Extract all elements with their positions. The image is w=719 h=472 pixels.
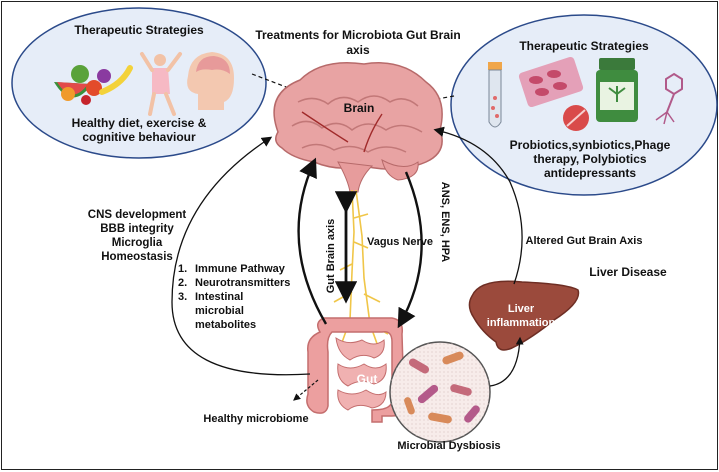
right-panel-caption-2: therapy, Polybiotics xyxy=(533,152,646,166)
brain-label: Brain xyxy=(344,101,375,115)
pathway-item-3: Intestinal xyxy=(195,291,243,303)
liver-disease-label: Liver Disease xyxy=(589,265,667,279)
healthy-food-icon xyxy=(54,65,133,105)
medicine-bottle-icon xyxy=(596,58,638,122)
liver-label-line-1: Liver xyxy=(508,303,535,315)
liver-illustration xyxy=(468,280,580,351)
gut-label: Gut xyxy=(357,372,378,386)
exercise-person-icon xyxy=(140,52,182,116)
pathway-item-3-line-2: microbial xyxy=(195,305,244,317)
tablet-icon xyxy=(563,105,589,131)
right-strategy-panel: Therapeutic Strategies Prob xyxy=(450,14,718,196)
test-tube-icon xyxy=(488,62,502,128)
left-strategy-panel: Therapeutic Strategies Healthy diet, ex xyxy=(11,7,267,159)
brain-illustration xyxy=(273,61,443,193)
pathway-item-1: Immune Pathway xyxy=(195,263,286,275)
cns-line-2: BBB integrity xyxy=(100,223,174,235)
right-panel-caption-1: Probiotics,synbiotics,Phage xyxy=(510,138,671,152)
left-panel-caption-2: cognitive behaviour xyxy=(82,130,196,144)
cns-line-1: CNS development xyxy=(88,209,187,221)
pill-blister-icon xyxy=(518,56,584,108)
arrow-liver-to-brain xyxy=(433,126,523,285)
microbial-dysbiosis-lens xyxy=(389,341,491,443)
right-panel-caption-3: antidepressants xyxy=(544,166,636,180)
phage-icon xyxy=(655,72,683,125)
altered-axis-label: Altered Gut Brain Axis xyxy=(526,235,643,247)
pathway-number-3: 3. xyxy=(178,291,187,303)
healthy-microbiome-label: Healthy microbiome xyxy=(203,413,308,425)
title-line-2: axis xyxy=(346,43,370,57)
head-profile-icon xyxy=(187,52,234,110)
left-panel-heading: Therapeutic Strategies xyxy=(74,23,204,37)
cns-line-4: Homeostasis xyxy=(101,251,173,263)
arrow-dysbiosis-to-liver xyxy=(489,336,524,387)
pathway-number-2: 2. xyxy=(178,277,187,289)
arrow-gut-to-healthy-microbiome xyxy=(293,379,319,401)
right-panel-heading: Therapeutic Strategies xyxy=(519,39,649,53)
pathway-item-3-line-3: metabolites xyxy=(195,319,256,331)
pathway-number-1: 1. xyxy=(178,263,187,275)
title-line-1: Treatments for Microbiota Gut Brain xyxy=(255,28,460,42)
liver-label-line-2: inflammation xyxy=(487,317,556,329)
arrow-gut-to-brain-outer xyxy=(171,136,311,376)
pathway-item-2: Neurotransmitters xyxy=(195,277,290,289)
cns-line-3: Microglia xyxy=(112,237,163,249)
arrow-brain-to-gut xyxy=(397,171,423,329)
left-panel-caption-1: Healthy diet, exercise & xyxy=(72,116,207,130)
microbial-dysbiosis-label: Microbial Dysbiosis xyxy=(397,440,500,452)
gut-brain-axis-label: Gut Brain axis xyxy=(325,219,337,294)
arrow-gut-to-brain-inner xyxy=(297,157,328,325)
gut-illustration xyxy=(306,317,405,423)
ans-ens-hpa-label: ANS, ENS, HPA xyxy=(439,182,451,263)
vagus-nerve-label: Vagus Nerve xyxy=(367,236,433,248)
